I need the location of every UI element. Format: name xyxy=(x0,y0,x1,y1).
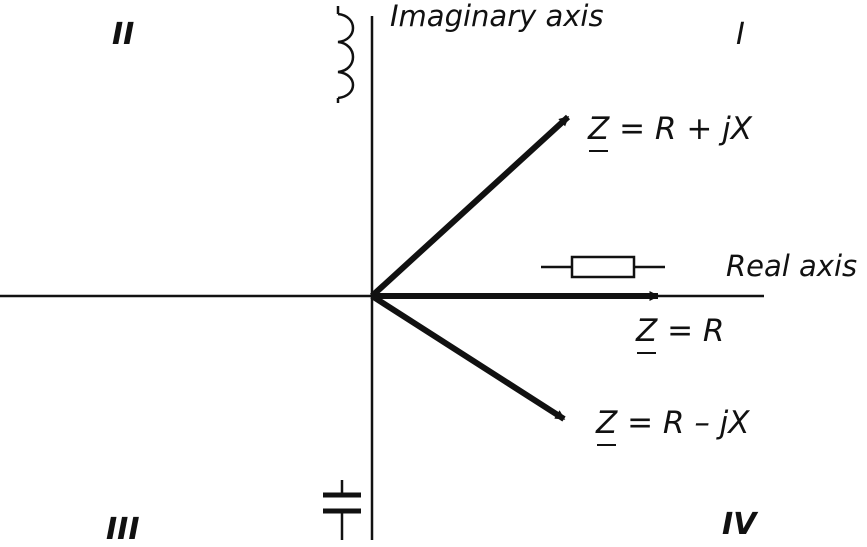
formula-capacitive: Z = R – jX xyxy=(596,405,750,446)
imaginary-axis-label: Imaginary axis xyxy=(390,0,604,33)
phasor-capacitive-arrow xyxy=(370,293,566,422)
quadrant-label-ii: II xyxy=(112,17,135,52)
quadrant-label-iii: III xyxy=(106,512,140,547)
quadrant-label-iv: IV xyxy=(722,507,757,542)
impedance-symbol: Z xyxy=(636,313,658,354)
formula-resistive: Z = R xyxy=(636,313,725,354)
resistor-icon xyxy=(541,255,665,279)
impedance-symbol: Z xyxy=(588,111,610,152)
impedance-symbol: Z xyxy=(596,405,618,446)
formula-expression: = R – jX xyxy=(617,405,750,441)
formula-expression: = R xyxy=(657,313,725,349)
capacitor-icon xyxy=(323,480,361,540)
quadrant-label-i: I xyxy=(736,17,745,52)
phasor-inductive-arrow xyxy=(369,114,571,299)
formula-expression: = R + jX xyxy=(609,111,753,147)
inductor-icon xyxy=(336,6,355,103)
formula-inductive: Z = R + jX xyxy=(588,111,753,152)
real-axis-label: Real axis xyxy=(726,249,858,283)
